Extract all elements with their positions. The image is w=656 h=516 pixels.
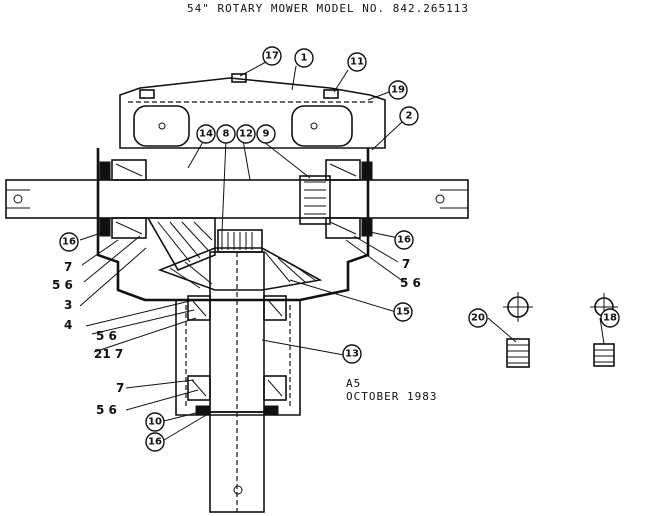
diagram-title: 54" ROTARY MOWER MODEL NO. 842.265113 — [186, 2, 470, 15]
cover-bolt-right — [323, 89, 339, 99]
lower-seal-right — [263, 405, 279, 416]
svg-text:8: 8 — [223, 129, 230, 140]
drive-bevel-gear — [146, 217, 216, 272]
spacer-sleeve — [299, 175, 331, 225]
svg-text:2: 2 — [406, 111, 413, 122]
cover-pocket-left — [133, 105, 190, 147]
callout-8: 8 — [216, 124, 236, 144]
svg-text:9: 9 — [263, 129, 270, 140]
plug-18 — [590, 293, 618, 367]
svg-text:16: 16 — [397, 235, 411, 246]
upper-vertical-bearing-right — [263, 295, 287, 321]
leader-lines — [79, 61, 605, 441]
bolt-hole-left — [158, 122, 166, 130]
svg-text:11: 11 — [350, 57, 364, 68]
fill-plug — [231, 73, 247, 83]
seal-right-bottom — [361, 217, 373, 237]
vertical-bearing-rollers — [191, 299, 283, 397]
seal-left-top — [99, 161, 111, 181]
callout-17: 17 — [262, 46, 282, 66]
bearing-left-bottom — [111, 217, 147, 239]
driven-bevel-gear — [157, 247, 323, 291]
svg-text:20: 20 — [471, 313, 485, 324]
callout-11: 11 — [347, 52, 367, 72]
label-5-6-right: 5 6 — [400, 276, 421, 290]
callout-14: 14 — [196, 124, 216, 144]
cover-pocket-right — [291, 105, 353, 147]
lower-vertical-bearing-left — [187, 375, 211, 401]
callout-16-left: 16 — [59, 232, 79, 252]
bearing-rollers — [115, 163, 357, 235]
shaft-hole-left — [13, 194, 23, 204]
svg-text:16: 16 — [62, 237, 76, 248]
label-7-left: 7 — [64, 260, 72, 274]
input-shaft — [5, 179, 469, 219]
stamp-date: OCTOBER 1983 — [346, 390, 438, 403]
callout-20: 20 — [468, 308, 488, 328]
seal-right-top — [361, 161, 373, 181]
label-7-right: 7 — [402, 257, 410, 271]
drive-gear-teeth — [157, 221, 213, 263]
callout-1: 1 — [294, 48, 314, 68]
gearbox-housing — [96, 148, 370, 302]
revision-stamp: A5 OCTOBER 1983 — [346, 377, 437, 403]
label-7-lower: 7 — [116, 381, 124, 395]
svg-text:13: 13 — [345, 349, 359, 360]
svg-text:16: 16 — [148, 437, 162, 448]
bearing-left-top — [111, 159, 147, 181]
callout-18: 18 — [600, 308, 620, 328]
plug-20 — [503, 292, 533, 368]
svg-text:14: 14 — [199, 129, 213, 140]
callout-10: 10 — [145, 412, 165, 432]
callout-16-right: 16 — [394, 230, 414, 250]
seal-left-bottom — [99, 217, 111, 237]
callout-2: 2 — [399, 106, 419, 126]
hub-splines — [221, 232, 253, 250]
lower-housing-hidden — [185, 305, 291, 408]
driven-gear-teeth — [169, 251, 316, 289]
label-3: 3 — [64, 298, 72, 312]
callout-15: 15 — [393, 302, 413, 322]
svg-text:17: 17 — [265, 51, 279, 62]
callout-13: 13 — [342, 344, 362, 364]
svg-text:19: 19 — [391, 85, 405, 96]
bolt-hole-right — [310, 122, 318, 130]
svg-text:15: 15 — [396, 307, 410, 318]
shaft-hole-right — [435, 194, 445, 204]
upper-vertical-bearing-left — [187, 295, 211, 321]
callout-9: 9 — [256, 124, 276, 144]
stamp-code: A5 — [346, 377, 362, 390]
label-5-6-lower: 5 6 — [96, 403, 117, 417]
lower-housing — [175, 300, 301, 416]
label-21-7: 21 7 — [94, 347, 123, 361]
callout-12: 12 — [236, 124, 256, 144]
shaft-keyways — [6, 189, 468, 209]
bearing-right-top — [325, 159, 361, 181]
callout-16-bottom: 16 — [145, 432, 165, 452]
svg-text:18: 18 — [603, 313, 617, 324]
label-5-6-middle: 5 6 — [96, 329, 117, 343]
svg-text:10: 10 — [148, 417, 162, 428]
callout-19: 19 — [388, 80, 408, 100]
label-5-6-left: 5 6 — [52, 278, 73, 292]
svg-text:12: 12 — [239, 129, 253, 140]
gearbox-cover — [119, 77, 386, 149]
lower-seal-left — [195, 405, 211, 416]
cover-bolt-left — [139, 89, 155, 99]
lower-vertical-bearing-right — [263, 375, 287, 401]
spacer-hatch — [304, 181, 326, 215]
label-4: 4 — [64, 318, 72, 332]
output-shaft-hole — [233, 485, 243, 495]
bearing-right-bottom — [325, 217, 361, 239]
svg-text:1: 1 — [301, 53, 308, 64]
